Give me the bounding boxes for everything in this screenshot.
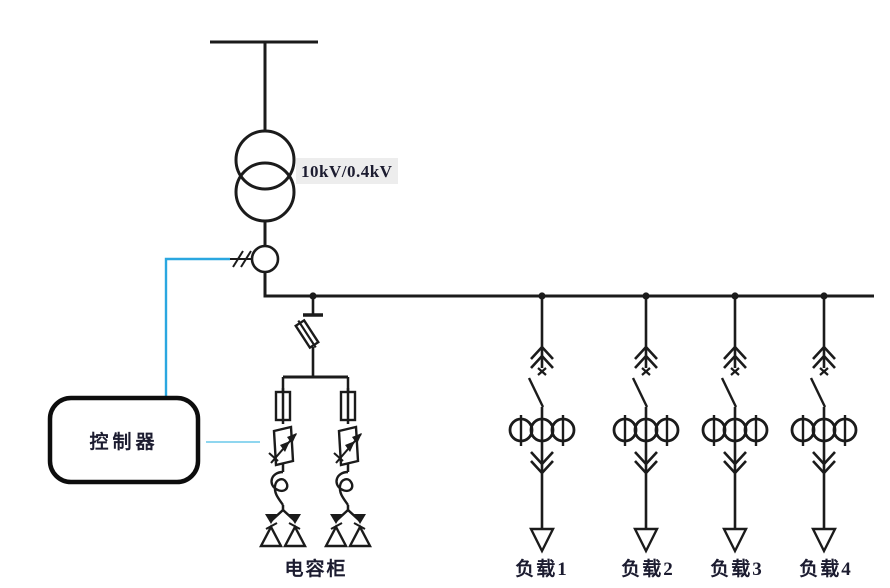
load-3-label: 负载3 — [710, 557, 764, 580]
capacitor-feeder-tap-icon — [283, 292, 348, 379]
bus-bar — [263, 272, 874, 298]
ct-sensor-icon — [230, 244, 280, 274]
load-1-label: 负载1 — [515, 557, 569, 580]
load-4-label: 负载4 — [799, 557, 853, 580]
load-feeder-2-icon — [612, 290, 680, 553]
transformer-icon — [234, 129, 296, 246]
transformer-rating-label: 10kV/0.4kV — [301, 162, 393, 181]
label-backdrop — [296, 158, 398, 184]
control-wire — [164, 257, 230, 398]
controller-box — [47, 395, 201, 485]
capacitor-cabinet-label: 电容柜 — [284, 557, 347, 580]
load-feeder-1-icon — [508, 290, 576, 553]
capacitor-branch-1-icon — [259, 375, 307, 548]
load-2-label: 负载2 — [621, 557, 675, 580]
source-bar-icon — [210, 40, 318, 132]
load-feeder-3-icon — [701, 290, 769, 553]
controller-label: 控制器 — [89, 430, 158, 453]
load-feeder-4-icon — [790, 290, 858, 553]
capacitor-branch-2-icon — [324, 375, 372, 548]
